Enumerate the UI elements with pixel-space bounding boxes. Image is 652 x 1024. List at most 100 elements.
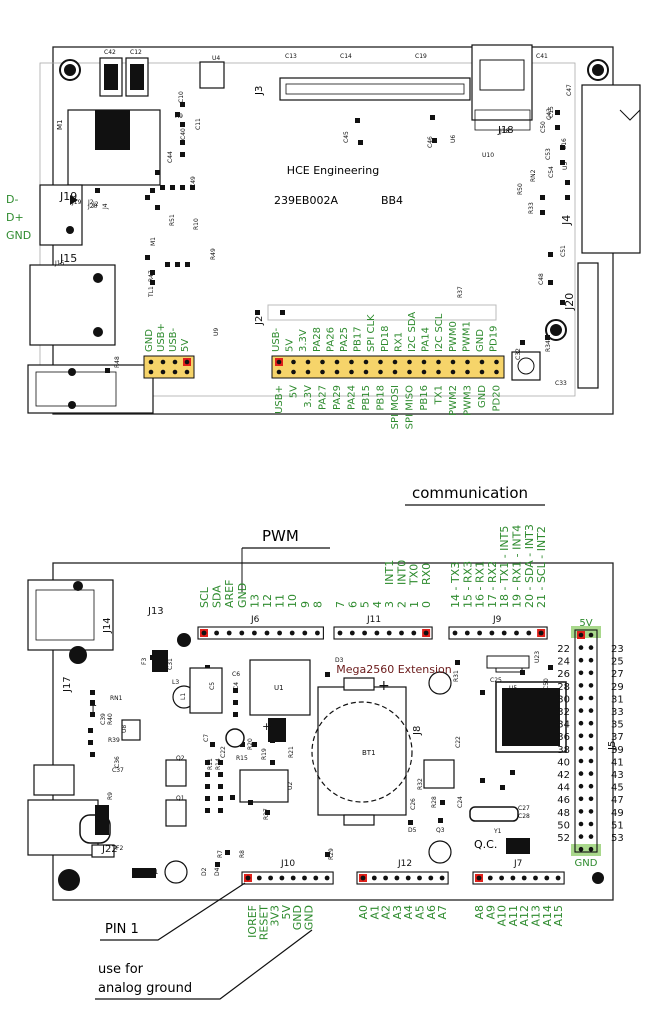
top-component-label: C16 (561, 138, 568, 150)
bottom-component-label: C36 (114, 756, 121, 768)
bottom-component-pad (230, 795, 235, 800)
j11-pin-label: 5 (359, 601, 372, 608)
bottom-component-pad (210, 742, 215, 747)
header-top-label: I2C SCL (434, 313, 445, 352)
j12-pin-label: A4 (402, 905, 415, 920)
j6-pin-label: SCL (198, 586, 211, 608)
top-header-pin (407, 359, 412, 365)
header-top-label: PA25 (339, 327, 350, 352)
j11-pin-label: 2 (396, 601, 409, 608)
bottom-component-label: C4 (233, 682, 240, 690)
top-main-header (271, 355, 505, 379)
j10-pin-label: GND (291, 905, 304, 930)
bottom-component-label: D3 (335, 657, 344, 664)
bottom-component-label: C22 (220, 746, 227, 758)
j6-pin (201, 630, 207, 636)
header-bottom-label: PWM2 (448, 385, 459, 416)
j11-pin-label: 7 (334, 601, 347, 608)
header-top-label: PB17 (353, 326, 364, 352)
top-component-label: C11 (195, 118, 202, 130)
j7-pin (487, 875, 493, 881)
j11-pin-label: 1 (408, 601, 421, 608)
j11-pin (374, 630, 380, 636)
top-board: J3 (6, 44, 641, 429)
j23-header (486, 655, 530, 669)
l1-inductor (189, 667, 223, 714)
j5-pin (578, 645, 584, 650)
top-component-pad (150, 188, 155, 193)
j5-left-label: 22 (557, 644, 570, 655)
header-bottom-label: PB16 (419, 385, 430, 411)
bottom-component-label: Q3 (436, 827, 445, 834)
bottom-component-label: J10 (280, 859, 295, 869)
j11-extra-label: INT1 (383, 560, 396, 585)
top-component-pad (545, 335, 550, 340)
j11-header (333, 626, 433, 640)
bottom-component-label: R7 (217, 850, 224, 858)
bottom-component-label: C5 (209, 682, 216, 690)
left-header-pin (148, 369, 154, 375)
j18-connector (471, 44, 533, 131)
j7-pin (521, 875, 527, 881)
top-component-label: C54 (548, 166, 555, 178)
j5-left-label: 30 (557, 694, 570, 705)
bottom-component-label: C26 (410, 798, 417, 810)
bottom-component-pad (205, 760, 210, 765)
j9-pin (477, 630, 482, 636)
j5-left-label: 50 (557, 820, 570, 831)
j9-pin (526, 630, 532, 636)
bottom-component-label: BT1 (362, 749, 376, 757)
j5-pin (578, 632, 584, 638)
j5-pin (588, 771, 594, 776)
usb-side-label: D- (6, 193, 18, 206)
bottom-component-label: C27 (518, 805, 530, 812)
top-header-pin (421, 369, 427, 375)
bottom-component-label: Q2 (176, 755, 185, 762)
j7-pin-label: A11 (507, 905, 520, 927)
j12-pin-label: A0 (357, 905, 370, 920)
top-small-components (95, 102, 570, 373)
j12-pin (417, 875, 422, 881)
top-connector-label: J20 (563, 293, 576, 311)
j5-right-label: 43 (611, 770, 624, 781)
top-header-pin (450, 369, 456, 375)
j11-pin-label: 6 (346, 601, 359, 608)
j6-pin-label: 9 (299, 601, 312, 608)
j5-pin (588, 670, 594, 676)
transistor-block (165, 759, 187, 787)
top-header-pin (421, 359, 427, 365)
m1-module (67, 109, 161, 186)
j9-pin-label: 19 - RX1 - INT4 (511, 525, 524, 608)
top-component-pad (565, 180, 570, 185)
j6-pin-label: 8 (311, 601, 324, 608)
header-bottom-label: PD20 (492, 385, 503, 411)
top-header-pin (291, 369, 296, 375)
bottom-component-label: J5 (607, 741, 618, 751)
left-header-pin (160, 359, 166, 365)
j12-pin-label: A2 (380, 905, 393, 920)
j7-pin (499, 875, 504, 881)
top-component-pad (560, 145, 565, 150)
bottom-component-pad (90, 700, 95, 705)
bottom-component-label: R21 (288, 746, 295, 758)
j12-pin (394, 875, 400, 881)
top-component-label: C53 (545, 148, 552, 160)
top-component-pad (555, 125, 560, 130)
bottom-component-label: J22 (101, 844, 118, 855)
bottom-component-label: J8 (412, 726, 423, 736)
top-header-pin (378, 369, 383, 375)
bottom-component-label: F2 (116, 845, 123, 852)
j5-pin (588, 657, 594, 663)
tactile-switch (511, 351, 541, 381)
top-component-label: C12 (130, 49, 142, 56)
j10-pin (313, 875, 319, 881)
j8-header (423, 759, 455, 789)
j12-pin (371, 875, 377, 881)
j6-pin (239, 630, 245, 636)
j12-pin-label: A6 (425, 905, 438, 920)
qc-label: Q.C. (474, 838, 497, 851)
j5-left-label: 36 (557, 732, 570, 743)
y1-crystal (469, 806, 519, 822)
bottom-component-label: J7 (513, 859, 522, 869)
